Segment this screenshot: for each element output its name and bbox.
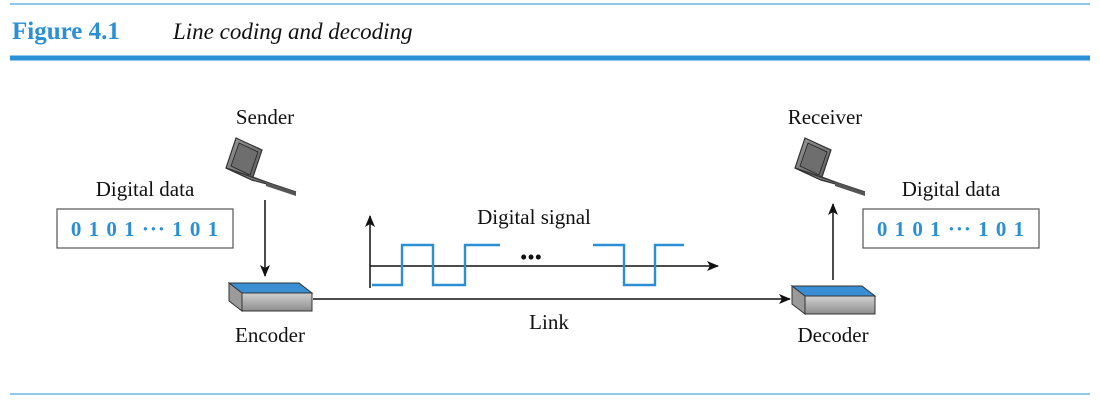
signal-waveform-right — [593, 243, 684, 287]
receiver-bits: 0 1 0 1 ··· 1 0 1 — [877, 217, 1025, 241]
link-label: Link — [529, 310, 569, 334]
figure-title: Line coding and decoding — [172, 19, 413, 44]
sender-bits: 0 1 0 1 ··· 1 0 1 — [71, 217, 219, 241]
sender-data-label: Digital data — [96, 177, 195, 201]
sender-data-box — [56, 208, 234, 249]
encoder-label: Encoder — [235, 323, 305, 347]
receiver-data-label: Digital data — [902, 177, 1001, 201]
receiver-data-box — [862, 208, 1040, 249]
laptop-icon — [794, 137, 866, 196]
encoder-box — [227, 281, 314, 313]
signal-ellipsis: ••• — [520, 245, 542, 269]
laptop-icon — [225, 137, 297, 196]
receiver-label: Receiver — [788, 105, 863, 129]
figure-number: Figure 4.1 — [12, 18, 120, 45]
signal-label: Digital signal — [477, 205, 591, 229]
sender-label: Sender — [236, 105, 294, 129]
decoder-label: Decoder — [797, 323, 868, 347]
decoder-box — [790, 284, 877, 316]
signal-waveform-left — [372, 243, 500, 287]
